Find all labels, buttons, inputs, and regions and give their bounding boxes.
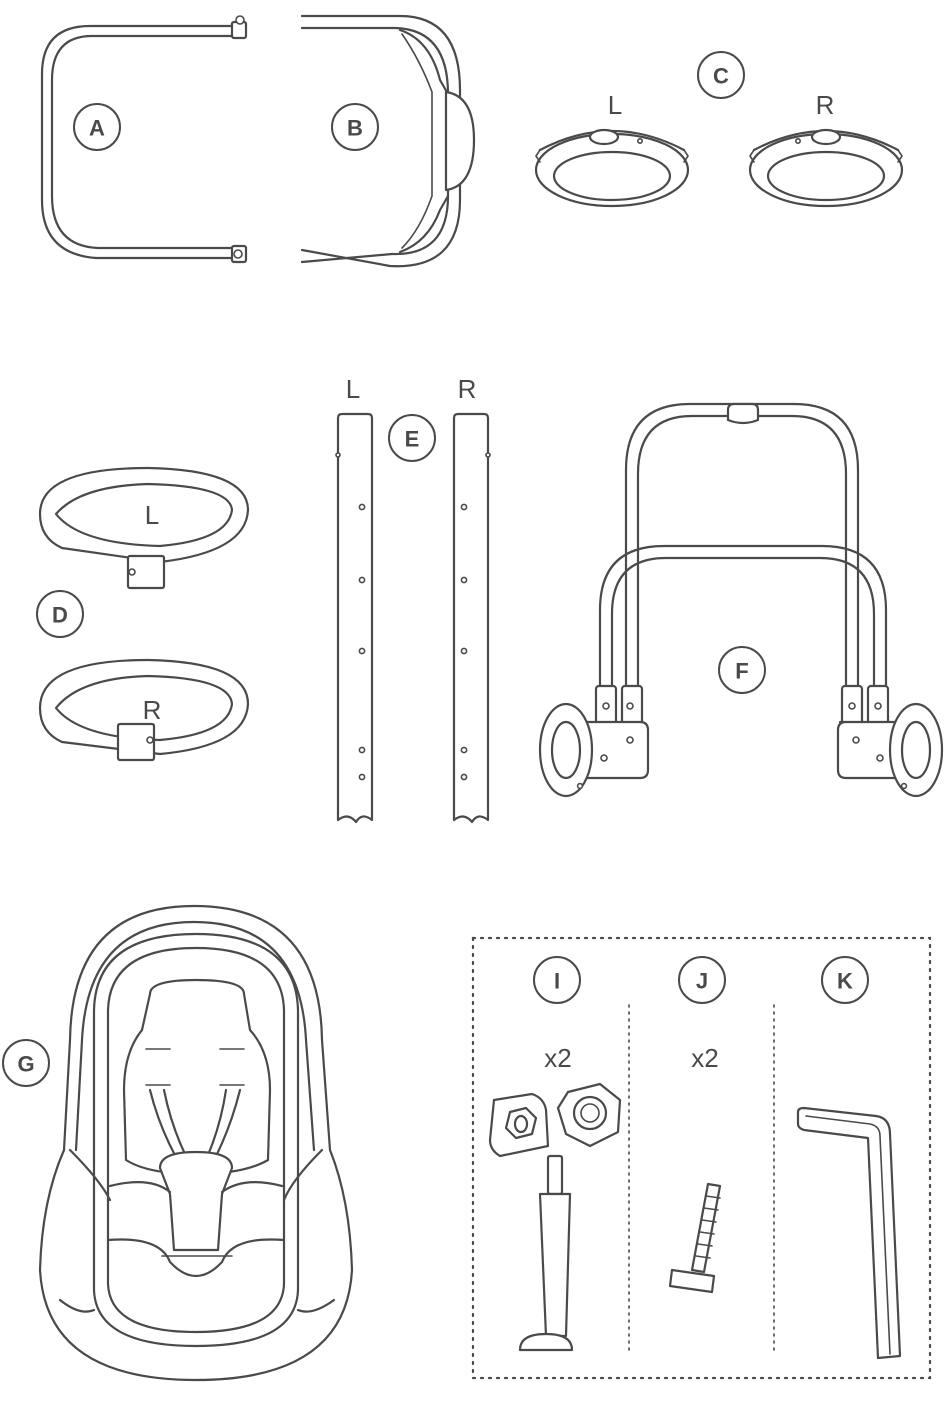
part-i-badge: I (534, 957, 580, 1003)
part-b-letter: B (347, 116, 363, 141)
part-e-letter: E (405, 427, 420, 452)
part-e-left-label: L (346, 374, 360, 404)
part-d-right-label: R (143, 695, 162, 725)
part-g-badge: G (3, 1040, 49, 1086)
part-a-badge: A (74, 104, 120, 150)
part-k-letter: K (837, 969, 853, 994)
part-f-frame (540, 404, 942, 796)
part-e-right-tube (454, 414, 490, 822)
part-k-badge: K (822, 957, 868, 1003)
part-j-quantity: x2 (691, 1043, 718, 1073)
part-g-seat-pad (40, 906, 352, 1380)
part-e-left-tube (336, 414, 372, 822)
part-b-badge: B (332, 104, 378, 150)
part-c-right-label: R (816, 90, 835, 120)
part-c-letter: C (713, 64, 729, 89)
part-i-square-nut (490, 1094, 548, 1156)
part-j-screw (670, 1184, 720, 1292)
part-i-letter: I (554, 969, 560, 994)
part-a-letter: A (89, 116, 105, 141)
part-i-hex-nut (558, 1084, 620, 1146)
part-d-letter: D (52, 603, 68, 628)
part-b-handlebar (302, 16, 474, 266)
part-j-letter: J (696, 969, 708, 994)
part-f-badge: F (719, 647, 765, 693)
part-k-hex-key (798, 1108, 900, 1358)
part-d-badge: D (37, 591, 83, 637)
part-c-left-ring (536, 130, 688, 206)
part-j-badge: J (679, 957, 725, 1003)
part-i-quantity: x2 (544, 1043, 571, 1073)
part-i-bolt (520, 1156, 572, 1350)
part-c-left-label: L (608, 90, 622, 120)
part-g-letter: G (17, 1052, 34, 1077)
part-e-right-label: R (458, 374, 477, 404)
part-f-letter: F (735, 659, 748, 684)
part-c-right-ring (750, 130, 902, 206)
part-e-badge: E (389, 415, 435, 461)
part-a-bar (42, 16, 246, 262)
part-d-left-label: L (145, 500, 159, 530)
hardware-box (473, 938, 930, 1378)
part-c-badge: C (698, 52, 744, 98)
